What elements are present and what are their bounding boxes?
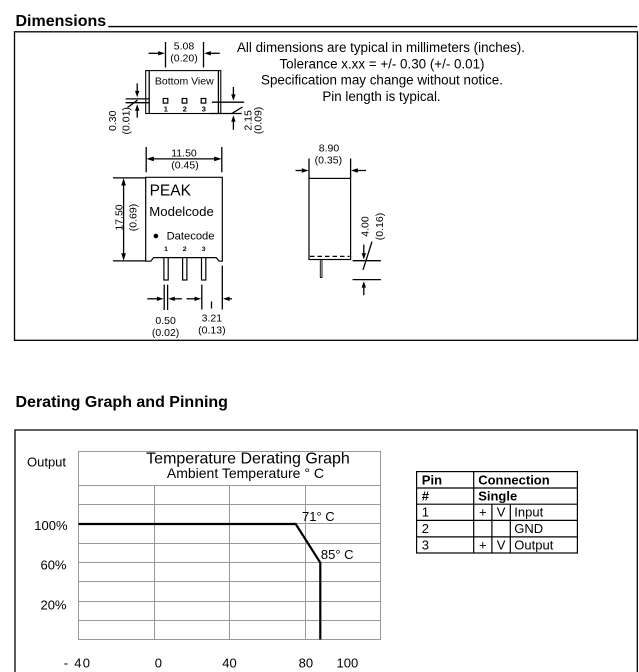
svg-text:#: # — [422, 489, 430, 504]
svg-text:(0.16): (0.16) — [374, 213, 386, 240]
svg-text:0.30: 0.30 — [107, 110, 119, 131]
svg-text:5.08: 5.08 — [174, 40, 195, 52]
svg-text:11.50: 11.50 — [171, 147, 197, 159]
svg-text:3: 3 — [422, 537, 429, 552]
svg-text:V: V — [497, 505, 506, 520]
svg-text:(0.69): (0.69) — [127, 204, 139, 231]
svg-text:All dimensions are typical in: All dimensions are typical in millimeter… — [237, 40, 525, 55]
svg-text:17.50: 17.50 — [114, 204, 126, 230]
svg-text:8.90: 8.90 — [319, 142, 340, 154]
svg-text:Datecode: Datecode — [167, 231, 215, 243]
svg-text:(0.13): (0.13) — [198, 325, 225, 337]
svg-text:80: 80 — [299, 656, 313, 671]
svg-text:PEAK: PEAK — [150, 183, 192, 200]
svg-text:(0.09): (0.09) — [252, 107, 264, 134]
svg-text:Specification may change witho: Specification may change without notice. — [261, 73, 503, 88]
svg-text:+: + — [479, 505, 487, 520]
svg-text:2.15: 2.15 — [242, 110, 254, 131]
svg-text:3: 3 — [202, 246, 206, 253]
svg-text:Input: Input — [514, 505, 543, 520]
svg-text:(0.35): (0.35) — [315, 155, 342, 167]
svg-text:Single: Single — [478, 489, 517, 504]
svg-text:1: 1 — [422, 505, 429, 520]
svg-text:60%: 60% — [40, 558, 66, 573]
svg-text:4.00: 4.00 — [360, 216, 372, 237]
svg-text:- 40: - 40 — [64, 656, 92, 671]
svg-text:Temperature Derating Graph: Temperature Derating Graph — [146, 451, 350, 468]
svg-text:71° C: 71° C — [302, 509, 335, 524]
svg-text:(0.01): (0.01) — [120, 107, 132, 134]
svg-text:Output: Output — [27, 454, 66, 469]
svg-text:Ambient Temperature ° C: Ambient Temperature ° C — [167, 465, 324, 481]
svg-text:85° C: 85° C — [321, 547, 354, 562]
svg-text:(0.02): (0.02) — [152, 327, 179, 339]
svg-text:Pin length is typical.: Pin length is typical. — [322, 89, 440, 104]
svg-text:Dimensions: Dimensions — [16, 13, 107, 30]
svg-text:1: 1 — [164, 246, 168, 253]
svg-text:+: + — [479, 537, 487, 552]
svg-text:Connection: Connection — [478, 472, 550, 487]
svg-text:20%: 20% — [40, 598, 66, 613]
svg-text:2: 2 — [183, 104, 187, 113]
svg-text:0: 0 — [155, 656, 162, 671]
svg-text:1: 1 — [164, 104, 168, 113]
svg-text:2: 2 — [183, 246, 187, 253]
svg-text:Modelcode: Modelcode — [149, 204, 214, 219]
svg-text:3.21: 3.21 — [202, 312, 223, 324]
svg-text:Pin: Pin — [422, 472, 442, 487]
svg-text:Bottom View: Bottom View — [155, 76, 214, 88]
svg-text:0.50: 0.50 — [155, 315, 176, 327]
svg-text:100: 100 — [337, 656, 359, 671]
svg-text:V: V — [497, 537, 506, 552]
svg-text:Derating Graph and Pinning: Derating Graph and Pinning — [16, 394, 228, 411]
svg-text:Tolerance x.xx = +/- 0.30 (+/-: Tolerance x.xx = +/- 0.30 (+/- 0.01) — [279, 56, 484, 71]
svg-text:100%: 100% — [34, 518, 68, 533]
svg-text:(0.20): (0.20) — [170, 53, 197, 65]
svg-text:2: 2 — [422, 521, 429, 536]
svg-text:3: 3 — [202, 104, 206, 113]
svg-text:GND: GND — [514, 521, 543, 536]
svg-text:40: 40 — [222, 656, 236, 671]
svg-text:Output: Output — [514, 537, 553, 552]
svg-text:(0.45): (0.45) — [171, 159, 198, 171]
